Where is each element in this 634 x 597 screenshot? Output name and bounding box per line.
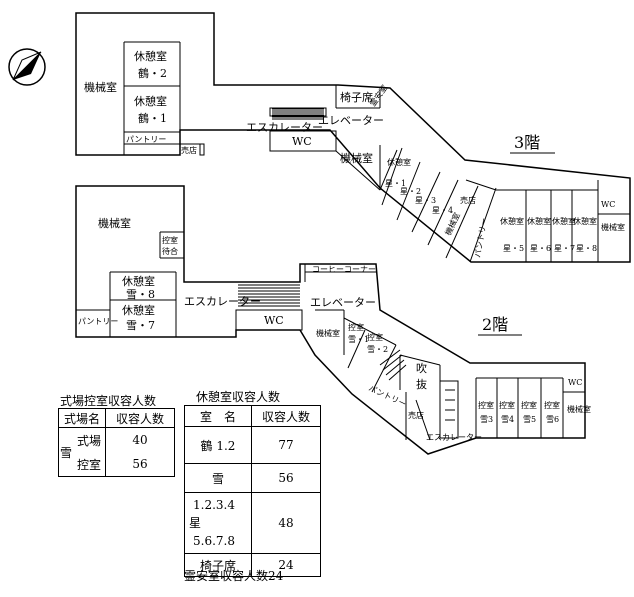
- rest-header-count: 収容人数: [251, 405, 321, 427]
- f2-atrium-1: 吹: [416, 362, 427, 375]
- ceremony-row-count: 56: [105, 452, 176, 477]
- ceremony-capacity-table: 式場名 収容人数 雪 式場 40 控室 56: [57, 408, 176, 477]
- f2-rest-yuki8-title: 休憩室: [122, 274, 155, 288]
- f2-ctrl6-name: 雪6: [546, 415, 559, 424]
- f3-wc-right: WC: [601, 200, 615, 209]
- floor3-label: 3階: [514, 133, 540, 152]
- rest-row-prefix: 星: [189, 516, 202, 530]
- rest-row-name: 鶴 1.2: [184, 426, 252, 464]
- ceremony-row-count: 40: [105, 427, 176, 452]
- ceremony-table-title: 式場控室収容人数: [60, 394, 157, 408]
- rest-row-count: 24: [251, 553, 321, 577]
- f3-rest-tsuru2-title: 休憩室: [134, 49, 167, 63]
- rest-table-title: 休憩室収容人数: [196, 390, 281, 404]
- floor3-plan: [75, 12, 631, 263]
- f2-escalator2: エスカレーター: [426, 433, 482, 442]
- f2-waiting-1: 控室: [162, 235, 178, 245]
- north-arrow-icon: [8, 48, 46, 86]
- rest-row-count: 56: [251, 463, 321, 493]
- f3-elevator: エレベーター: [318, 114, 384, 127]
- rest-header-name: 室 名: [184, 405, 252, 427]
- f3-machine-left: 機械室: [84, 80, 117, 94]
- f3-pantry-right: パントリー: [473, 217, 489, 258]
- f3-pantry-left: パントリー: [126, 135, 166, 144]
- f3-chair-seats: 椅子席: [340, 90, 373, 104]
- f3-hoshi-1: 星・1: [385, 179, 406, 188]
- f2-ctrl-yuki2-title: 控室: [367, 332, 383, 342]
- rest-row-count: 48: [251, 492, 321, 554]
- f2-coffee: コーヒーコーナー: [312, 265, 376, 274]
- ceremony-row-name: 控室: [73, 452, 107, 477]
- ceremony-header-count: 収容人数: [105, 408, 176, 428]
- f3-shop-left: 売店: [181, 145, 197, 155]
- f2-atrium-2: 抜: [416, 377, 427, 391]
- footnote: 霊安室収容人数24: [184, 569, 284, 583]
- f2-machine-left: 機械室: [98, 216, 131, 230]
- f3-rest-tsuru1-name: 鶴・1: [138, 111, 167, 125]
- f2-machine-mid: 機械室: [316, 328, 340, 338]
- f3-hoshi-2: 星・2: [400, 187, 421, 196]
- f2-machine-right: 機械室: [567, 404, 591, 414]
- f2-rest-yuki7-name: 雪・7: [126, 319, 155, 332]
- f2-ctrl-yuki1-name: 雪・1: [348, 335, 369, 344]
- f3-machine-mid: 機械室: [340, 151, 373, 165]
- f3-shop-right: 売店: [460, 195, 476, 205]
- ceremony-header-name: 式場名: [57, 408, 107, 428]
- f3-rest-tsuru2-name: 鶴・2: [138, 66, 167, 80]
- f2-wc: WC: [264, 314, 284, 327]
- f2-elevator: エレベーター: [310, 296, 376, 309]
- f3-wc: WC: [292, 135, 312, 148]
- f3-hoshi-7: 星・7: [554, 244, 575, 253]
- rest-capacity-table: 室 名 収容人数 鶴 1.2 77 雪 56 1.2.3.4 星 5.6.7.8…: [184, 405, 321, 577]
- f3-hoshi-8: 星・8: [576, 244, 597, 253]
- f2-waiting-2: 待合: [162, 246, 178, 256]
- f3-machine-right: 機械室: [601, 222, 625, 232]
- f2-ctrl3-name: 雪3: [480, 415, 493, 424]
- f2-wc-right: WC: [568, 378, 582, 387]
- floor2-escalator-steps: [238, 284, 455, 421]
- floor3-escalator-steps: [272, 108, 324, 120]
- f2-shop: 売店: [408, 410, 424, 420]
- floor2-label: 2階: [482, 315, 508, 334]
- f2-pantry-left: パントリー: [78, 317, 118, 326]
- rest-row-name: 雪: [184, 463, 252, 493]
- ceremony-group-label: 雪: [58, 427, 74, 477]
- ceremony-row-name: 式場: [73, 427, 107, 452]
- f2-ctrl4-title: 控室: [499, 400, 515, 410]
- f3-hoshi-4: 星・4: [432, 206, 453, 215]
- f2-ctrl4-name: 雪4: [501, 415, 514, 424]
- f2-ctrl-yuki2-name: 雪・2: [367, 345, 388, 354]
- rest-row-hoshi: 1.2.3.4 星 5.6.7.8: [184, 492, 252, 554]
- floor2-plan: [75, 185, 586, 455]
- f2-rest-yuki8-name: 雪・8: [126, 288, 155, 301]
- f3-rest-tsuru1-title: 休憩室: [134, 94, 167, 108]
- rest-row-name2: 5.6.7.8: [193, 534, 235, 548]
- rest-row-name: 椅子席: [184, 553, 252, 577]
- f3-hoshi-6: 星・6: [530, 244, 551, 253]
- f2-rest-yuki7-title: 休憩室: [122, 303, 155, 317]
- f3-hoshi-3: 星・3: [415, 196, 436, 205]
- f3-escalator: エスカレーター: [246, 121, 323, 134]
- f3-hoshi-5: 星・5: [503, 244, 524, 253]
- f3-hoshi-label: 休憩室: [387, 157, 411, 167]
- f3-rest-label-8: 休憩室: [573, 216, 597, 226]
- f2-ctrl5-title: 控室: [521, 400, 537, 410]
- rest-row-count: 77: [251, 426, 321, 464]
- f2-ctrl5-name: 雪5: [523, 415, 536, 424]
- f2-pantry-right: パントリー: [367, 384, 407, 409]
- f3-rest-label-6: 休憩室: [527, 216, 551, 226]
- rest-row-name: 1.2.3.4: [193, 498, 235, 512]
- f3-rest-label-7: 休憩室: [552, 216, 576, 226]
- f2-escalator: エスカレーター: [184, 295, 261, 308]
- f2-ctrl3-title: 控室: [478, 400, 494, 410]
- f2-ctrl-yuki1-title: 控室: [348, 322, 364, 332]
- f3-rest-label-5: 休憩室: [500, 216, 524, 226]
- f2-ctrl6-title: 控室: [544, 400, 560, 410]
